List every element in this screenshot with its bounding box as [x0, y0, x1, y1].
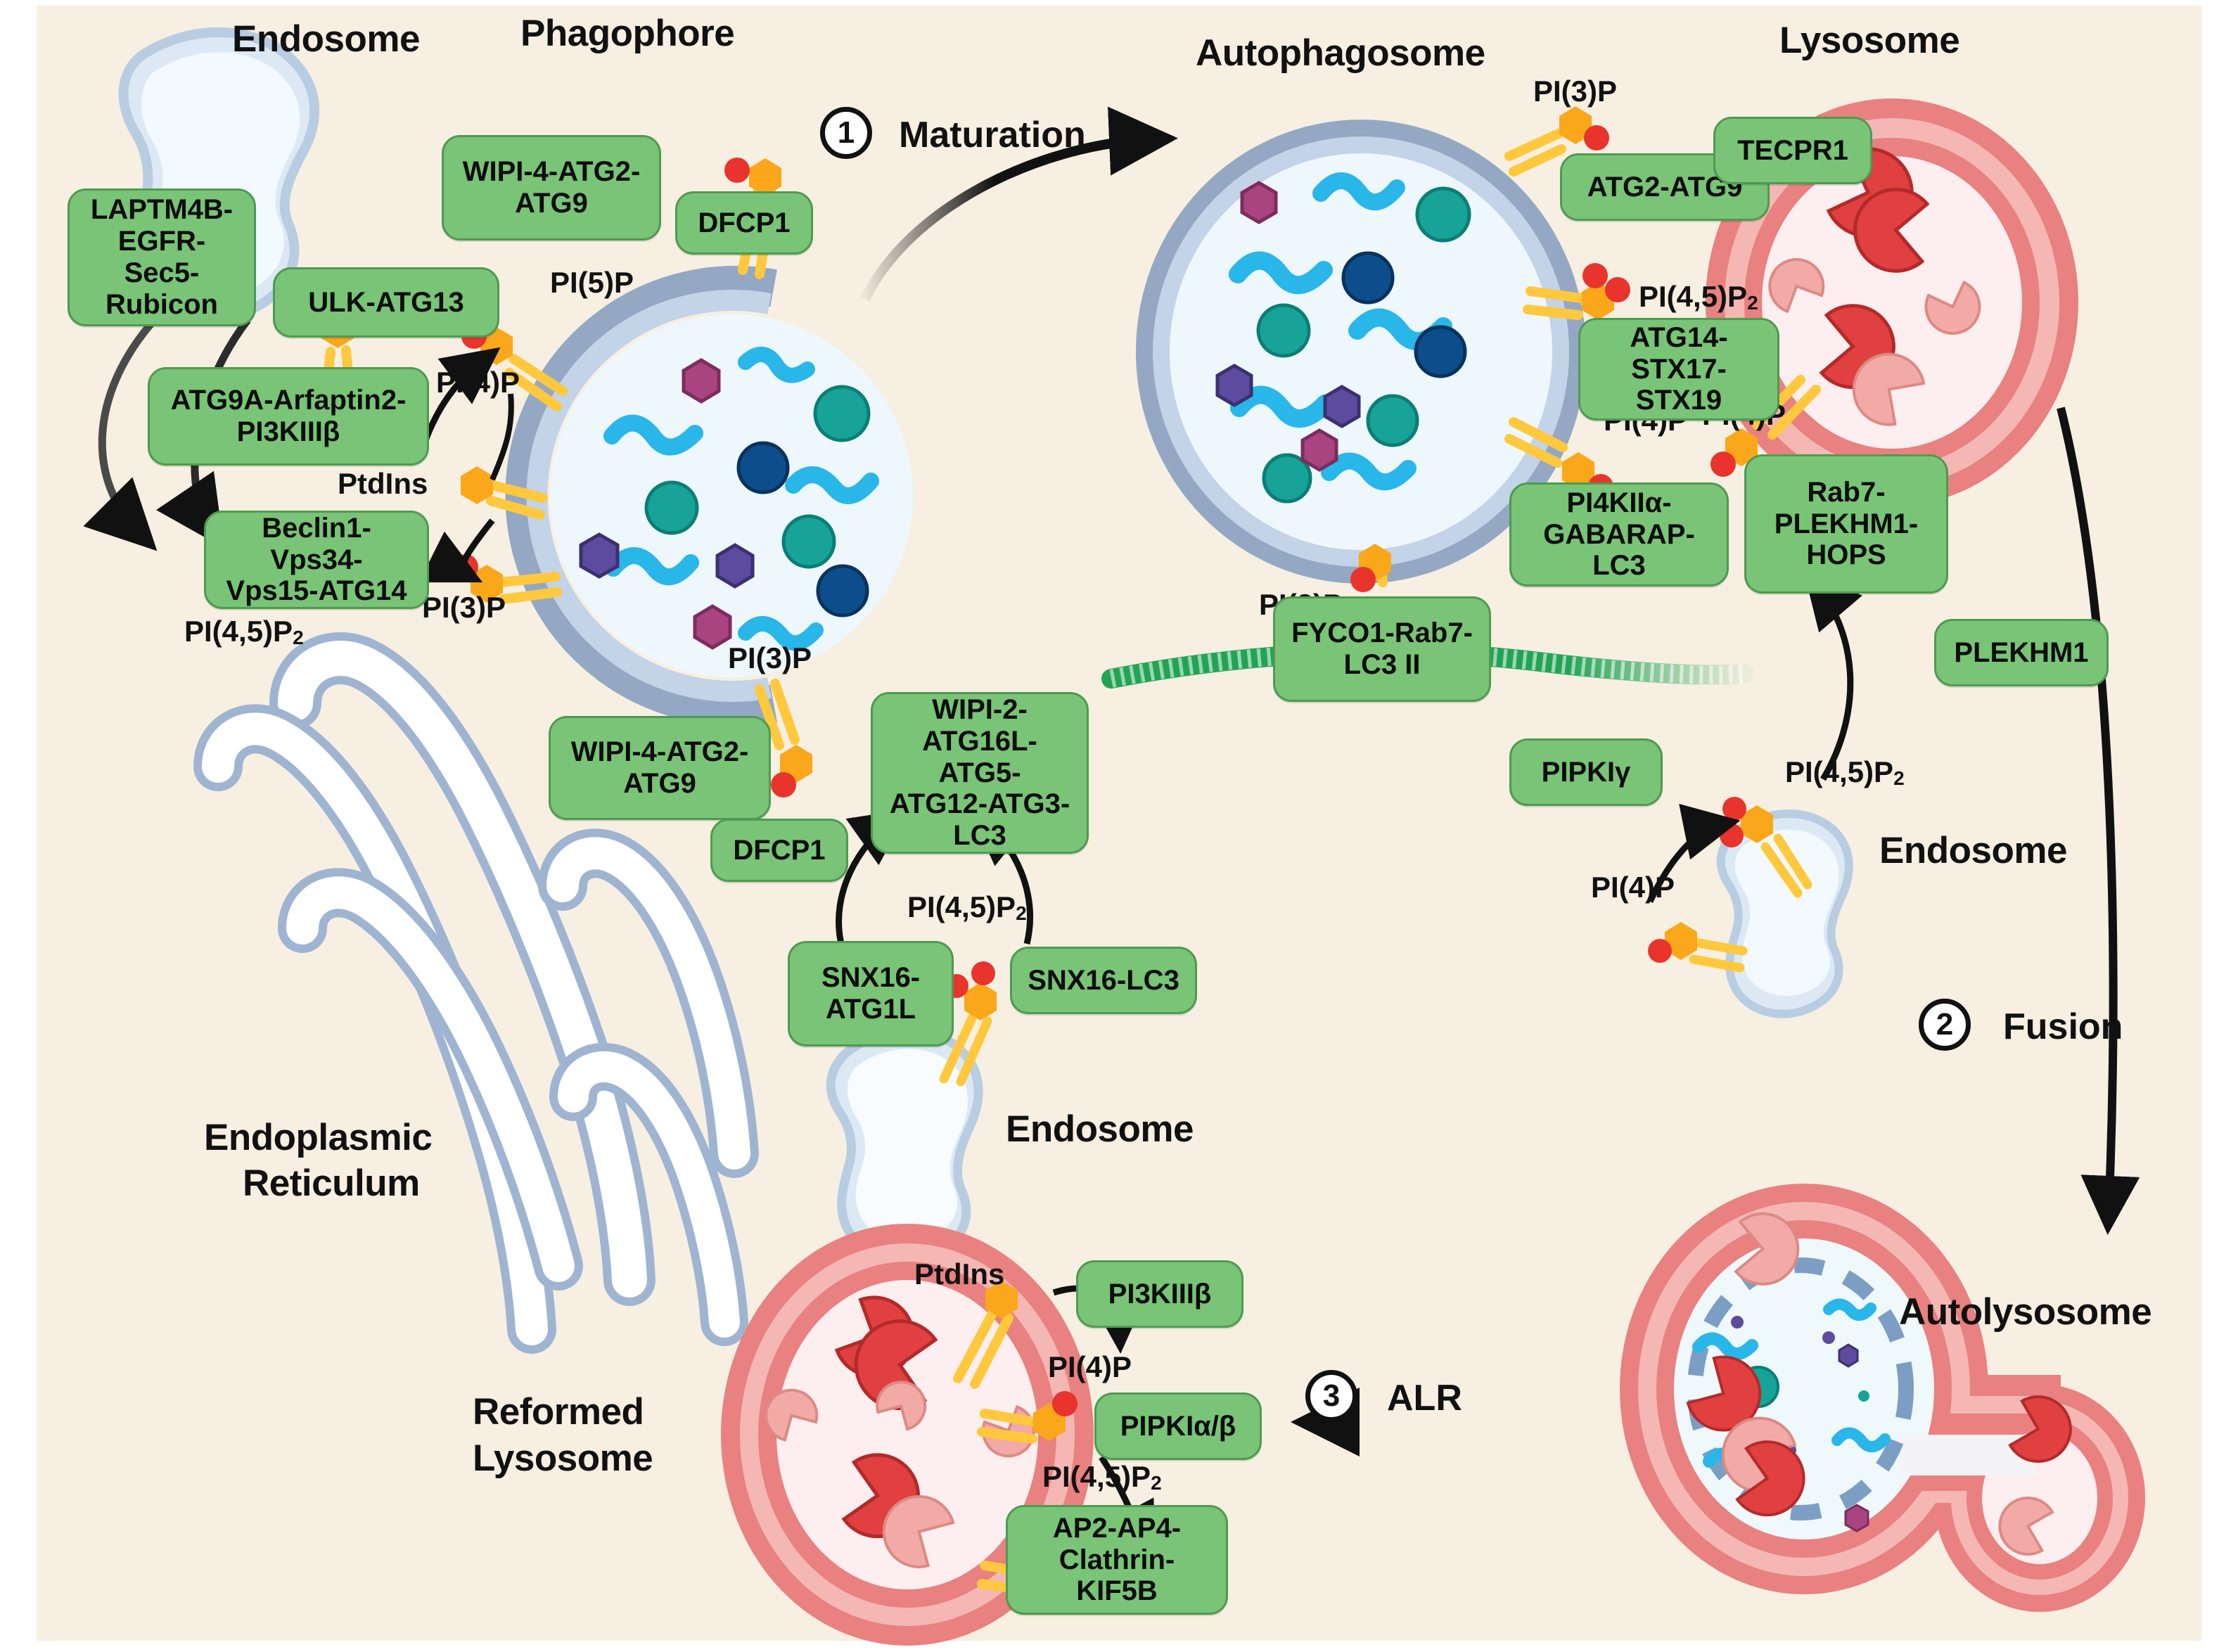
lipid-sub: 2 — [1893, 767, 1905, 789]
lipid-label-pi45p2-er: PI(4,5)P2 — [184, 615, 304, 648]
box-line-2: ATG16L-ATG5- — [922, 725, 1037, 788]
lipid-label-pi45p2-snx16: PI(4,5)P2 — [907, 890, 1027, 924]
box-line-3: HOPS — [1806, 539, 1886, 571]
box-line-1: WIPI-2- — [932, 694, 1028, 726]
box-line-2: ATG9 — [515, 188, 588, 219]
box-line-2: Clathrin-KIF5B — [1059, 1544, 1175, 1607]
protein-box-beclin1-vps34[interactable]: Beclin1-Vps34- Vps15-ATG14 — [204, 511, 429, 609]
page-title-er-line1: Endoplasmic — [204, 1117, 433, 1158]
protein-box-snx16-atg1l[interactable]: SNX16- ATG1L — [788, 941, 954, 1046]
lipid-label-pi4p-reformed: PI(4)P — [1048, 1350, 1132, 1383]
page-title-endosome-right: Endosome — [1879, 830, 2067, 871]
box-line-2: PI3KIIIβ — [236, 416, 340, 447]
lipid-label-pi45p2-endosome-right: PI(4,5)P2 — [1785, 755, 1905, 789]
box-line-1: WIPI-4-ATG2- — [570, 736, 749, 768]
page-title-phagophore: Phagophore — [520, 13, 735, 54]
lipid-sub: 2 — [293, 627, 304, 648]
lipid-label-pi45p2-reformed: PI(4,5)P2 — [1042, 1461, 1162, 1493]
box-line-1: PI4KIIα- — [1566, 487, 1672, 518]
lipid-label-pi5p-phagophore: PI(5)P — [550, 266, 634, 299]
lipid-text: PI(4,5)P — [1639, 280, 1748, 313]
protein-box-laptm4b[interactable]: LAPTM4B- EGFR-Sec5- Rubicon — [68, 188, 256, 326]
protein-box-wipi4-atg2-atg9-bottom[interactable]: WIPI-4-ATG2- ATG9 — [549, 716, 771, 820]
protein-box-dfcp1-top[interactable]: DFCP1 — [675, 191, 813, 255]
lipid-label-pi3p-phagophore-left: PI(3)P — [422, 591, 506, 624]
lipid-label-pi4p-endosome-right: PI(4)P — [1591, 871, 1675, 904]
page-title-reformed-lysosome-line1: Reformed — [473, 1391, 644, 1433]
box-line-1: SNX16- — [821, 962, 921, 994]
lipid-text: PI(4,5)P — [184, 615, 293, 648]
lipid-text: PI(4,5)P — [1042, 1460, 1151, 1493]
lipid-sub: 2 — [1747, 292, 1758, 314]
protein-box-fyco1-rab7-lc3ii[interactable]: FYCO1-Rab7- LC3 II — [1273, 596, 1491, 702]
page-title-reformed-lysosome-line2: Lysosome — [473, 1438, 653, 1479]
lipid-label-pi45p2-autophagosome: PI(4,5)P2 — [1639, 281, 1758, 313]
protein-box-pipki-alpha-beta[interactable]: PIPKIα/β — [1094, 1392, 1262, 1460]
box-line-2: GABARAP-LC3 — [1543, 518, 1695, 582]
step-label-alr: ALR — [1387, 1378, 1462, 1419]
box-line-2: STX17-STX19 — [1631, 353, 1727, 416]
box-line-1: AP2-AP4- — [1052, 1512, 1182, 1544]
protein-box-tecpr1[interactable]: TECPR1 — [1713, 117, 1872, 184]
lipid-sub: 2 — [1016, 902, 1027, 924]
box-line-1: FYCO1-Rab7- — [1291, 617, 1473, 649]
box-line-1: Rab7- — [1807, 476, 1886, 508]
box-line-3: Rubicon — [105, 288, 218, 320]
lipid-text: PI(4,5)P — [907, 890, 1016, 923]
lipid-sub: 2 — [1151, 1472, 1162, 1494]
box-line-2: ATG1L — [825, 994, 916, 1025]
protein-box-ap2-ap4-clathrin-kif5b[interactable]: AP2-AP4- Clathrin-KIF5B — [1006, 1505, 1228, 1615]
box-line-1: ATG9A-Arfaptin2- — [170, 385, 407, 416]
protein-box-pipki-gamma[interactable]: PIPKIγ — [1509, 738, 1663, 806]
step-label-maturation: Maturation — [899, 115, 1086, 155]
step-badge-3: 3 — [1305, 1370, 1357, 1422]
box-line-2: EGFR-Sec5- — [117, 226, 206, 288]
box-line-2: LC3 II — [1343, 649, 1421, 680]
box-line-2: PLEKHM1- — [1774, 508, 1919, 539]
protein-box-rab7-plekhm1-hops[interactable]: Rab7- PLEKHM1- HOPS — [1744, 454, 1948, 594]
box-line-4: LC3 — [953, 820, 1006, 852]
step-badge-2: 2 — [1919, 999, 1971, 1051]
step-label-fusion: Fusion — [2003, 1006, 2123, 1047]
protein-box-dfcp1-bottom[interactable]: DFCP1 — [710, 819, 848, 882]
box-line-2: ATG9 — [623, 768, 696, 799]
protein-box-snx16-lc3[interactable]: SNX16-LC3 — [1010, 947, 1197, 1014]
lipid-label-pi4p-phagophore: PI(4)P — [436, 366, 520, 399]
page-title-endosome-center: Endosome — [1006, 1108, 1194, 1150]
protein-box-atg14-stx17-stx19[interactable]: ATG14- STX17-STX19 — [1578, 318, 1779, 421]
protein-box-pi4kiia-gabarap-lc3[interactable]: PI4KIIα- GABARAP-LC3 — [1509, 482, 1729, 587]
page-title-er-line2: Reticulum — [243, 1163, 420, 1204]
box-line-3: ATG12-ATG3- — [889, 788, 1070, 820]
protein-box-pi3kiiib[interactable]: PI3KIIIβ — [1076, 1260, 1243, 1328]
lipid-label-pi3p-autophagosome-top: PI(3)P — [1533, 75, 1618, 108]
page-title-autophagosome: Autophagosome — [1196, 32, 1485, 74]
lipid-label-ptdins-reformed: PtdIns — [914, 1257, 1005, 1291]
lipid-text: PI(4,5)P — [1785, 755, 1894, 788]
page-title-endosome-top-left: Endosome — [232, 18, 420, 60]
protein-box-wipi2-complex[interactable]: WIPI-2- ATG16L-ATG5- ATG12-ATG3- LC3 — [871, 692, 1089, 854]
protein-box-plekhm1[interactable]: PLEKHM1 — [1934, 619, 2109, 686]
box-line-1: LAPTM4B- — [90, 194, 234, 226]
protein-box-ulk-atg13[interactable]: ULK-ATG13 — [273, 267, 499, 338]
protein-box-wipi4-atg2-atg9-top[interactable]: WIPI-4-ATG2- ATG9 — [442, 135, 661, 241]
step-badge-1: 1 — [820, 107, 872, 159]
lipid-label-pi3p-phagophore-bottom: PI(3)P — [728, 641, 812, 674]
box-line-1: WIPI-4-ATG2- — [462, 156, 641, 188]
page-title-lysosome: Lysosome — [1779, 20, 1960, 61]
box-line-2: Vps15-ATG14 — [226, 575, 407, 607]
page-title-autolysosome: Autolysosome — [1899, 1291, 2152, 1333]
lipid-label-ptdins-phagophore: PtdIns — [338, 467, 428, 500]
box-line-1: ATG14- — [1630, 321, 1728, 353]
protein-box-atg9a-arfaptin2[interactable]: ATG9A-Arfaptin2- PI3KIIIβ — [148, 367, 429, 466]
box-line-1: Beclin1-Vps34- — [262, 512, 371, 575]
